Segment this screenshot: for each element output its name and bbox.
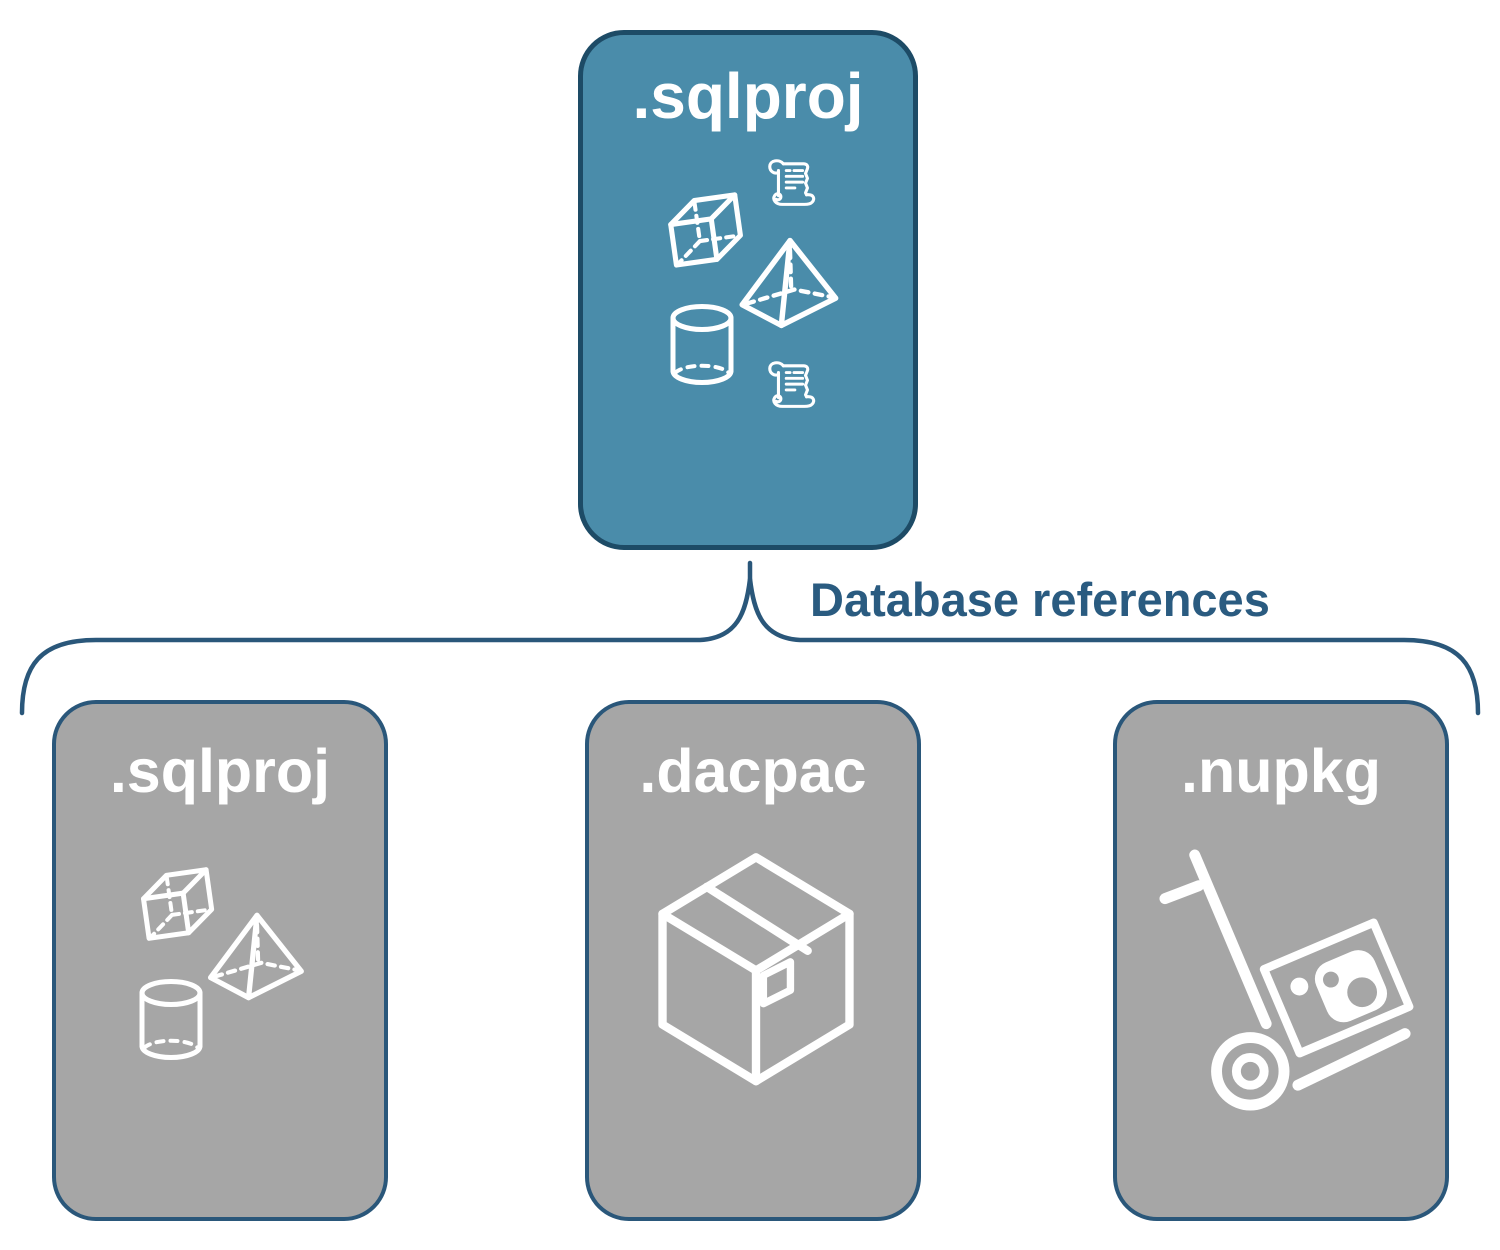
node-child-sqlproj-label: .sqlproj (109, 737, 331, 805)
node-root-sqlproj: .sqlproj (578, 30, 918, 550)
cylinder-icon (667, 303, 737, 389)
cylinder-icon (136, 978, 206, 1064)
node-child-dacpac: .dacpac (585, 700, 921, 1221)
pyramid-icon (735, 233, 845, 333)
node-child-sqlproj: .sqlproj (52, 700, 388, 1221)
brace-curve (19, 578, 1481, 716)
node-child-dacpac-label: .dacpac (639, 737, 867, 805)
connector-label: Database references (810, 573, 1270, 626)
hand-truck-package-icon (1159, 848, 1417, 1116)
script-scroll-icon (761, 359, 823, 417)
node-child-nupkg-label: .nupkg (1181, 737, 1381, 805)
script-scroll-icon (761, 157, 823, 215)
package-box-icon (633, 832, 879, 1104)
node-root-label: .sqlproj (632, 60, 864, 132)
brace-connector (19, 560, 1481, 716)
node-child-nupkg: .nupkg (1113, 700, 1449, 1221)
pyramid-icon (204, 908, 310, 1005)
